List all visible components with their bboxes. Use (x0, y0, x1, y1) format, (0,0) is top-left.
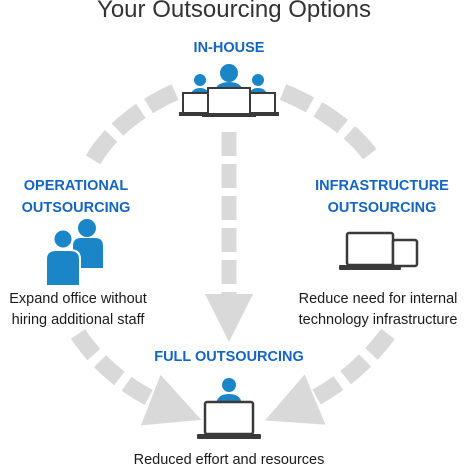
operational-desc-line2: hiring additional staff (11, 312, 145, 328)
operational-people-icon (45, 219, 103, 287)
full-outsourcing-icon (197, 378, 261, 439)
infrastructure-desc-line1: Reduce need for internal (298, 291, 458, 307)
infrastructure-label: INFRASTRUCTURE OUTSOURCING (300, 175, 464, 219)
infrastructure-description: Reduce need for internal technology infr… (288, 289, 468, 331)
infrastructure-label-line1: INFRASTRUCTURE (315, 178, 449, 194)
full-outsourcing-label: FULL OUTSOURCING (154, 349, 304, 365)
infrastructure-devices-icon (339, 231, 419, 270)
operational-label: OPERATIONAL OUTSOURCING (0, 175, 152, 219)
infrastructure-label-line2: OUTSOURCING (327, 200, 437, 216)
arrow-inhouse-to-operational (85, 84, 179, 165)
page-title: Your Outsourcing Options (97, 0, 371, 23)
arrow-operational-to-full (70, 329, 202, 426)
operational-label-line2: OUTSOURCING (21, 200, 131, 216)
infrastructure-desc-line2: technology infrastructure (298, 312, 458, 328)
operational-description: Expand office without hiring additional … (0, 289, 156, 331)
in-house-label: IN-HOUSE (193, 40, 265, 56)
arrow-inhouse-to-infrastructure (279, 84, 381, 165)
full-outsourcing-description: Reduced effort and resources (133, 452, 325, 468)
arrow-infrastructure-to-full (264, 328, 395, 425)
operational-label-line1: OPERATIONAL (23, 178, 129, 194)
operational-desc-line1: Expand office without (9, 291, 147, 307)
in-house-team-icon (179, 64, 279, 117)
